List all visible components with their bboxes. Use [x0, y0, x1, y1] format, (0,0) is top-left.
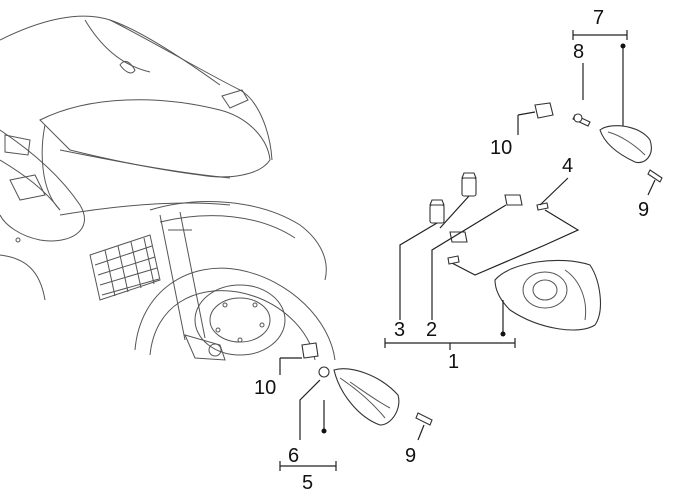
- callout-9-lower: 9: [405, 445, 416, 467]
- callout-2: 2: [426, 319, 437, 341]
- callout-8: 8: [573, 41, 584, 63]
- callout-9-upper: 9: [638, 199, 649, 221]
- turn-signal-lens: [599, 125, 652, 164]
- rear-turn-signal-assembly: [517, 30, 663, 196]
- screw: [415, 412, 433, 426]
- callout-10-upper: 10: [490, 137, 512, 159]
- headlight-bulb: [429, 172, 477, 224]
- headlight-assembly: [384, 172, 601, 350]
- clip-nut: [301, 342, 319, 359]
- screw: [647, 169, 663, 183]
- clip-nut: [534, 102, 554, 119]
- callout-5: 5: [302, 472, 313, 494]
- front-turn-signal-assembly: [279, 342, 433, 471]
- callout-4: 4: [562, 155, 573, 177]
- callout-7: 7: [593, 7, 604, 29]
- callout-3: 3: [394, 319, 405, 341]
- callout-6: 6: [288, 445, 299, 467]
- motorcycle-front-illustration: [0, 15, 336, 361]
- callout-1: 1: [448, 351, 459, 373]
- screw: [536, 202, 549, 211]
- callout-10-lower: 10: [254, 377, 276, 399]
- radiator-grille: [89, 234, 161, 301]
- washer: [318, 366, 330, 378]
- parking-bulb: [504, 194, 523, 206]
- turn-signal-lens: [333, 368, 400, 426]
